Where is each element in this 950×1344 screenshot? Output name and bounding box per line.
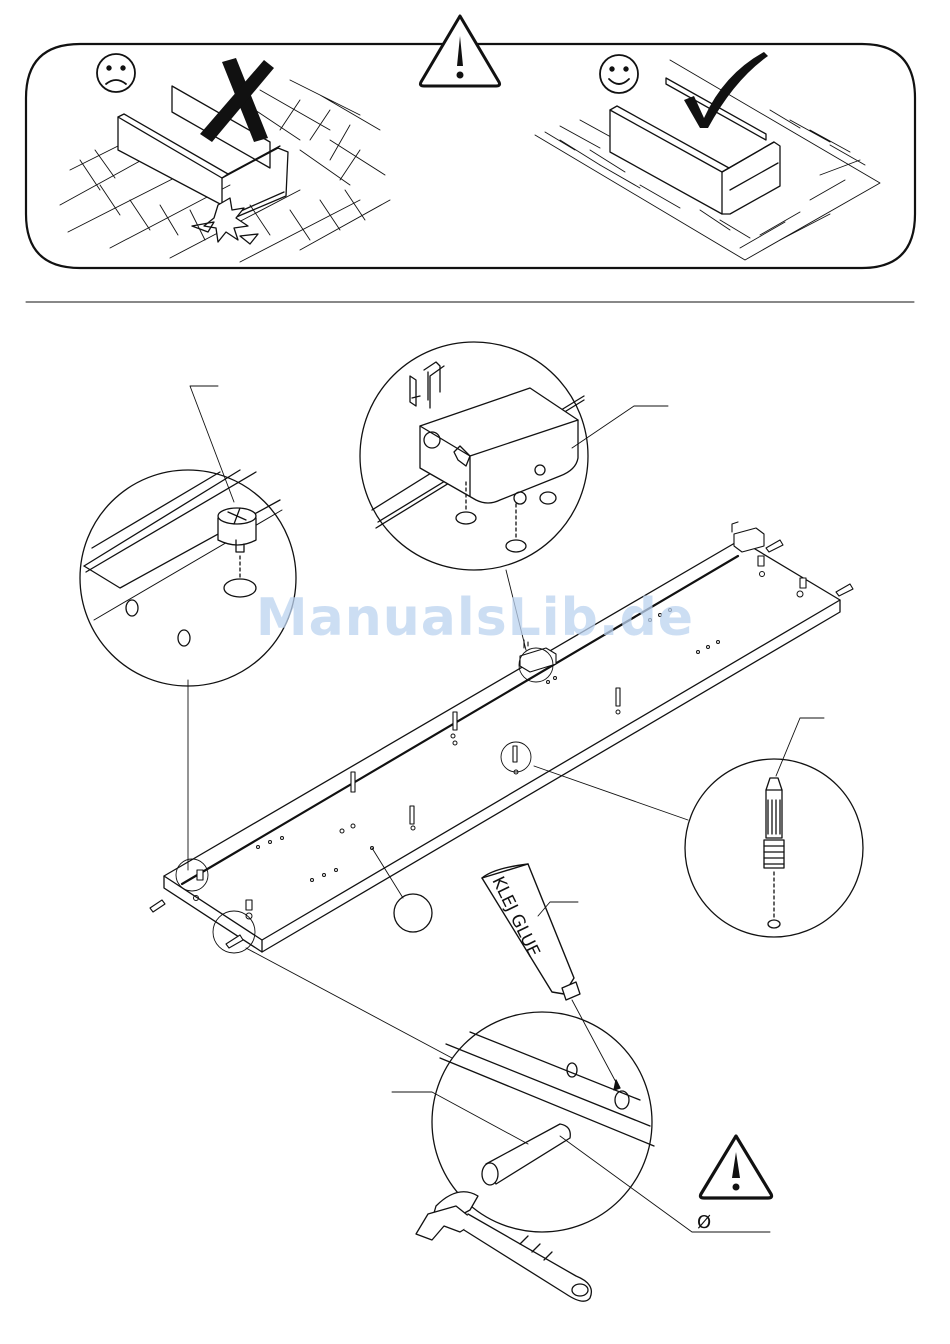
sad-face-icon <box>97 54 135 92</box>
diameter-symbol: Ø <box>697 1212 711 1233</box>
smiley-face-icon <box>600 55 638 93</box>
soft-floor-illustration <box>535 60 880 260</box>
part-number-circle <box>394 894 432 932</box>
warning-triangle-icon <box>420 16 499 86</box>
warning-triangle-bottom-icon <box>700 1136 771 1198</box>
hammer-dowel-detail <box>246 948 770 1301</box>
surface-warning-panel <box>26 16 915 268</box>
watermark: ManualsLib.de <box>0 588 950 648</box>
